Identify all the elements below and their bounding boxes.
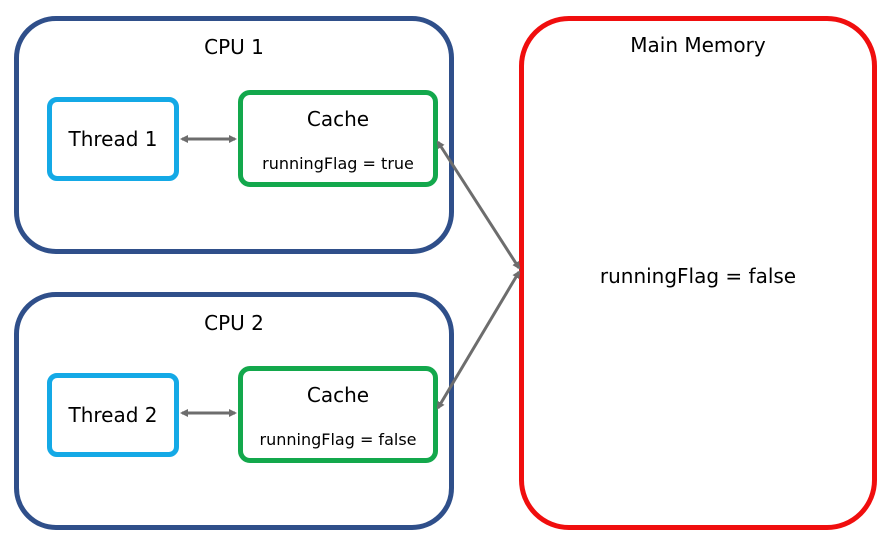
cpu1-title: CPU 1 [204,35,264,59]
cpu1-cache-box: Cache runningFlag = true [238,90,438,187]
thread1-box: Thread 1 [47,97,179,181]
cpu2-title: CPU 2 [204,311,264,335]
cpu1-cache-title: Cache [306,107,370,131]
cpu2-cache-title: Cache [306,383,370,407]
thread1-label: Thread 1 [68,127,158,151]
thread2-label: Thread 2 [68,403,158,427]
main-memory-title: Main Memory [630,33,766,57]
cpu1-cache-value: runningFlag = true [262,154,414,173]
main-memory-value: runningFlag = false [599,264,797,288]
main-memory-box: Main Memory runningFlag = false [519,16,877,530]
thread2-box: Thread 2 [47,373,179,457]
cpu2-cache-value: runningFlag = false [259,430,417,449]
cpu2-cache-box: Cache runningFlag = false [238,366,438,463]
